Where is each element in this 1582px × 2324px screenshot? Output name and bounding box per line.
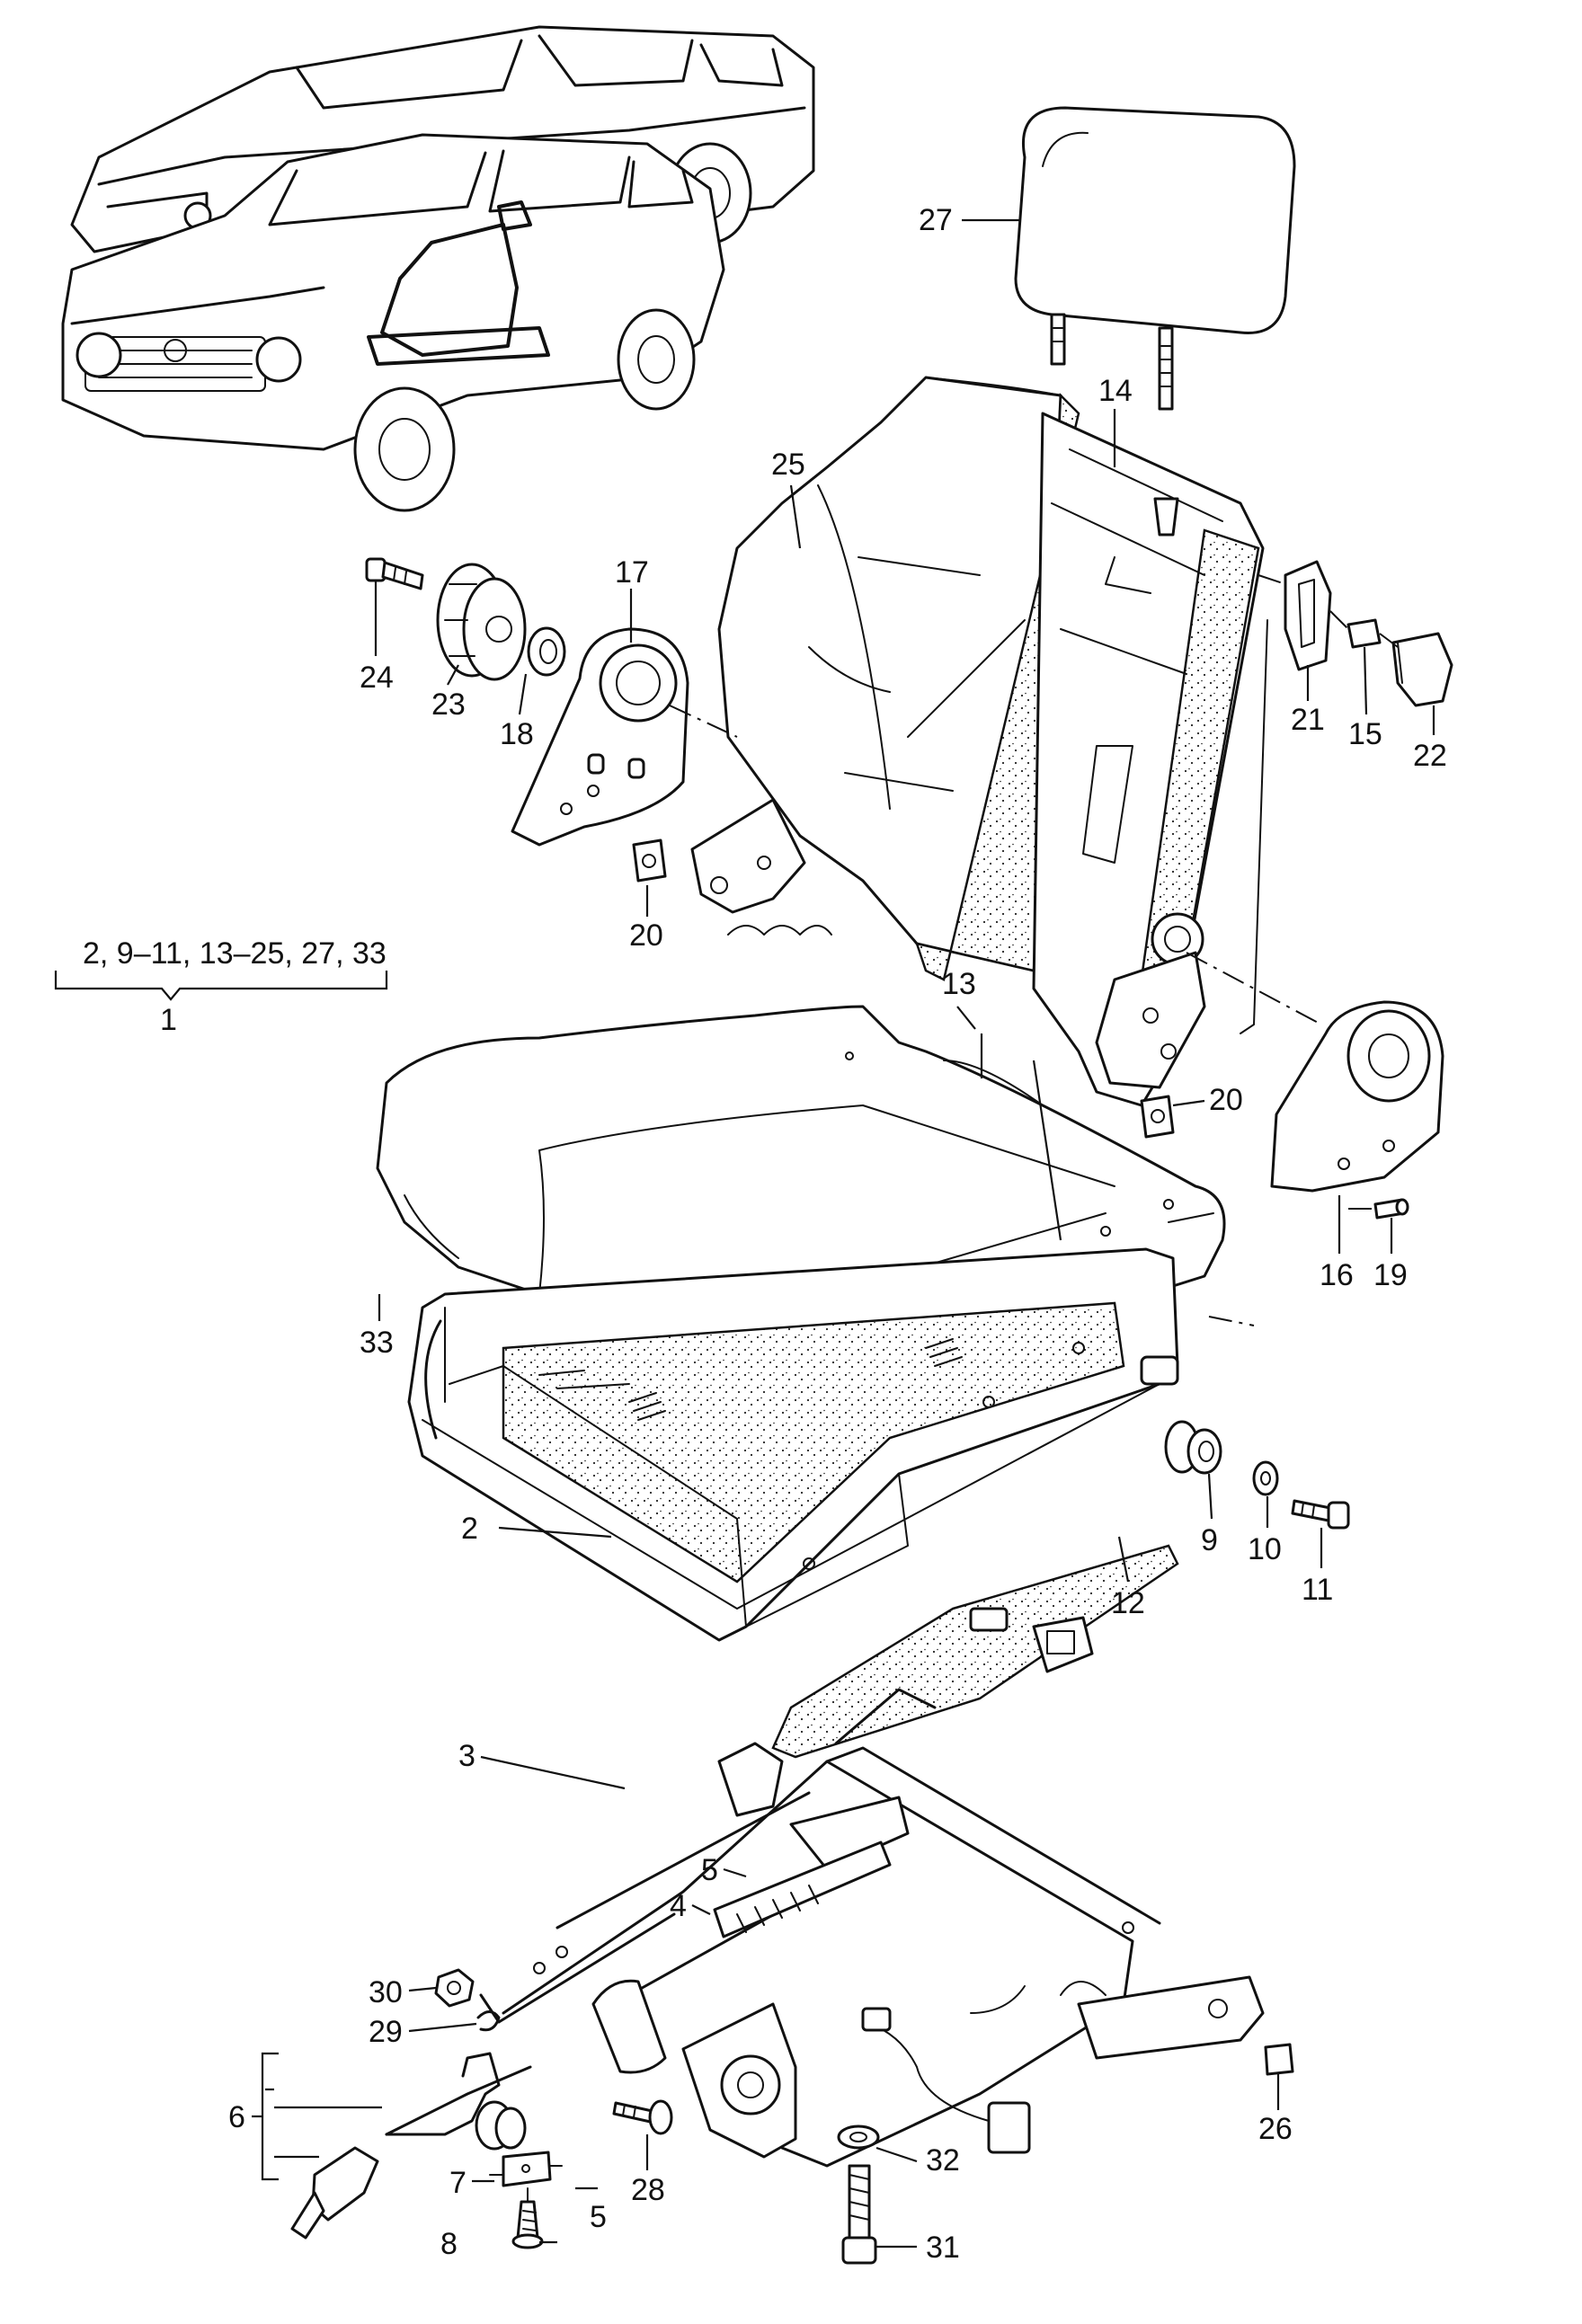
callout-2: 2	[461, 1512, 478, 1546]
seat-runner-base	[479, 1688, 1265, 2168]
callout-21: 21	[1291, 703, 1325, 737]
callout-31: 31	[926, 2231, 960, 2265]
callout-13: 13	[942, 967, 976, 1001]
washer	[1252, 1460, 1279, 1496]
mounting-bracket	[489, 2151, 563, 2187]
hex-nut	[434, 1968, 475, 2008]
callout-20-lower: 20	[1209, 1083, 1243, 1117]
recliner-cover-right	[1270, 1000, 1444, 1193]
headrest	[1014, 106, 1296, 411]
backrest-hinge-left	[690, 798, 832, 936]
callout-11: 11	[1302, 1573, 1333, 1607]
adjuster-knob	[436, 563, 527, 681]
seat-frame	[407, 1247, 1179, 1642]
callout-33: 33	[360, 1326, 394, 1360]
callout-8: 8	[440, 2227, 458, 2261]
callout-4: 4	[670, 1889, 687, 1923]
recliner-cover-left	[511, 627, 689, 847]
hex-bolt	[1291, 1499, 1350, 1530]
callout-19: 19	[1373, 1258, 1408, 1292]
group-members-label: 2, 9–11, 13–25, 27, 33	[83, 936, 387, 971]
pivot-pin	[1373, 1198, 1409, 1220]
callout-26: 26	[1258, 2112, 1293, 2146]
callout-6: 6	[228, 2100, 245, 2134]
backrest-frame	[1032, 412, 1268, 1107]
adjuster-crank	[290, 2052, 532, 2240]
vehicle-hatchback-illustration	[61, 133, 725, 512]
self-tapping-screw	[511, 2187, 544, 2249]
callout-29: 29	[369, 2015, 403, 2049]
lock-washer	[476, 2010, 501, 2032]
group-number-label: 1	[160, 1003, 177, 1037]
spring-washer	[837, 2124, 880, 2150]
callout-3: 3	[458, 1739, 475, 1773]
callout-7: 7	[449, 2166, 467, 2200]
callout-24: 24	[360, 661, 394, 695]
group-bracket	[54, 971, 388, 1001]
alignment-lines	[669, 574, 1399, 1326]
callout-9: 9	[1201, 1523, 1218, 1557]
rail-trim	[771, 1544, 1179, 1759]
retaining-clip	[1346, 618, 1382, 649]
adjuster-washer	[527, 626, 566, 677]
end-cap	[1391, 632, 1453, 707]
shoulder-bolt	[612, 2099, 673, 2135]
callout-32: 32	[926, 2143, 960, 2178]
seat-switch	[1032, 1616, 1094, 1673]
callout-22: 22	[1413, 739, 1447, 773]
callout-27: 27	[919, 203, 953, 237]
release-lever	[1284, 560, 1332, 671]
bushing	[1164, 1420, 1222, 1475]
callout-12: 12	[1111, 1586, 1145, 1620]
threaded-stud	[841, 2164, 877, 2265]
callout-23: 23	[431, 687, 466, 722]
callout-28: 28	[631, 2173, 665, 2207]
callout-5-upper: 5	[701, 1853, 718, 1887]
callout-20-upper: 20	[629, 918, 663, 953]
callout-14: 14	[1098, 374, 1133, 408]
callout-10: 10	[1248, 1532, 1282, 1566]
lower-bushing	[475, 2100, 527, 2151]
callout-30: 30	[369, 1975, 403, 2009]
callout-18: 18	[500, 717, 534, 751]
callout-17: 17	[615, 555, 649, 590]
clip-upper	[632, 838, 667, 883]
callout-15: 15	[1348, 717, 1382, 751]
leader-lines	[252, 218, 1435, 2249]
callout-5-lower: 5	[590, 2200, 607, 2234]
callout-25: 25	[771, 448, 805, 482]
trim-clip	[1264, 2043, 1294, 2076]
clip-lower	[1140, 1095, 1175, 1139]
callout-16: 16	[1320, 1258, 1354, 1292]
